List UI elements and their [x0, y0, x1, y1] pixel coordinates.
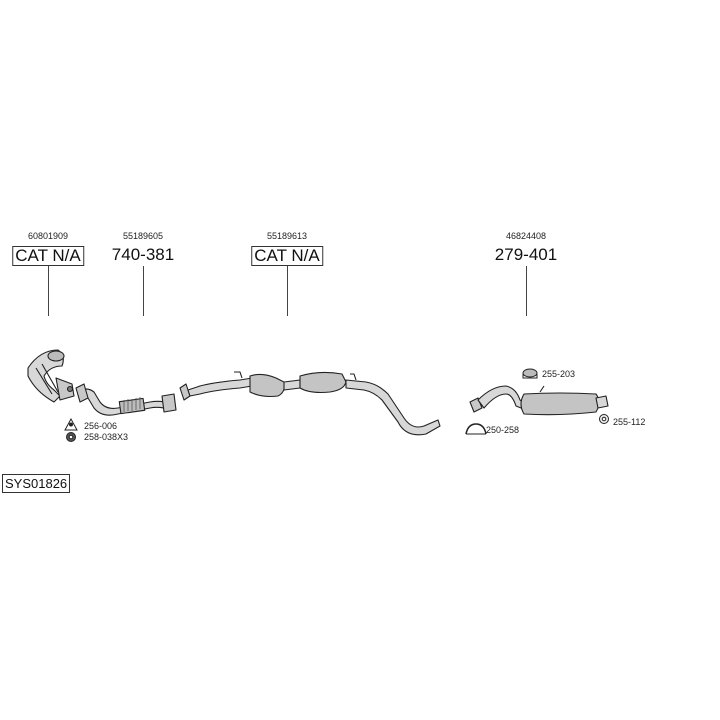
part-label-rear-silencer[interactable]: 279-401: [494, 245, 558, 264]
front-pipe-part[interactable]: [75, 383, 177, 416]
accessory-label-clamp[interactable]: 250-258: [486, 425, 520, 435]
system-code-label: SYS01826: [2, 474, 71, 493]
oem-number-manifold: 60801909: [27, 231, 69, 241]
accessory-label-rubber-ring[interactable]: 255-112: [613, 417, 646, 427]
accessory-label-rubber-mount[interactable]: 255-203: [542, 369, 576, 379]
part-label-manifold[interactable]: CAT N/A: [12, 246, 84, 266]
catalyst-pipe-part[interactable]: [179, 371, 441, 436]
leader-line-manifold: [48, 266, 49, 316]
leader-line-rear-silencer: [526, 266, 527, 316]
oem-number-front-pipe: 55189605: [122, 231, 164, 241]
rear-silencer-part[interactable]: [469, 385, 609, 416]
part-label-catalyst[interactable]: CAT N/A: [251, 246, 323, 266]
oem-number-catalyst: 55189613: [266, 231, 308, 241]
leader-line-front-pipe: [143, 266, 144, 316]
exhaust-manifold-part[interactable]: [27, 349, 75, 403]
oem-number-rear-silencer: 46824408: [505, 231, 547, 241]
leader-line-catalyst: [287, 266, 288, 316]
part-label-front-pipe[interactable]: 740-381: [111, 245, 175, 264]
rubber-mount-icon: [522, 368, 538, 378]
clamp-icon: [465, 423, 487, 435]
accessory-label-nut[interactable]: 258-038X3: [84, 432, 129, 442]
accessory-label-gasket[interactable]: 256-006: [84, 421, 118, 431]
